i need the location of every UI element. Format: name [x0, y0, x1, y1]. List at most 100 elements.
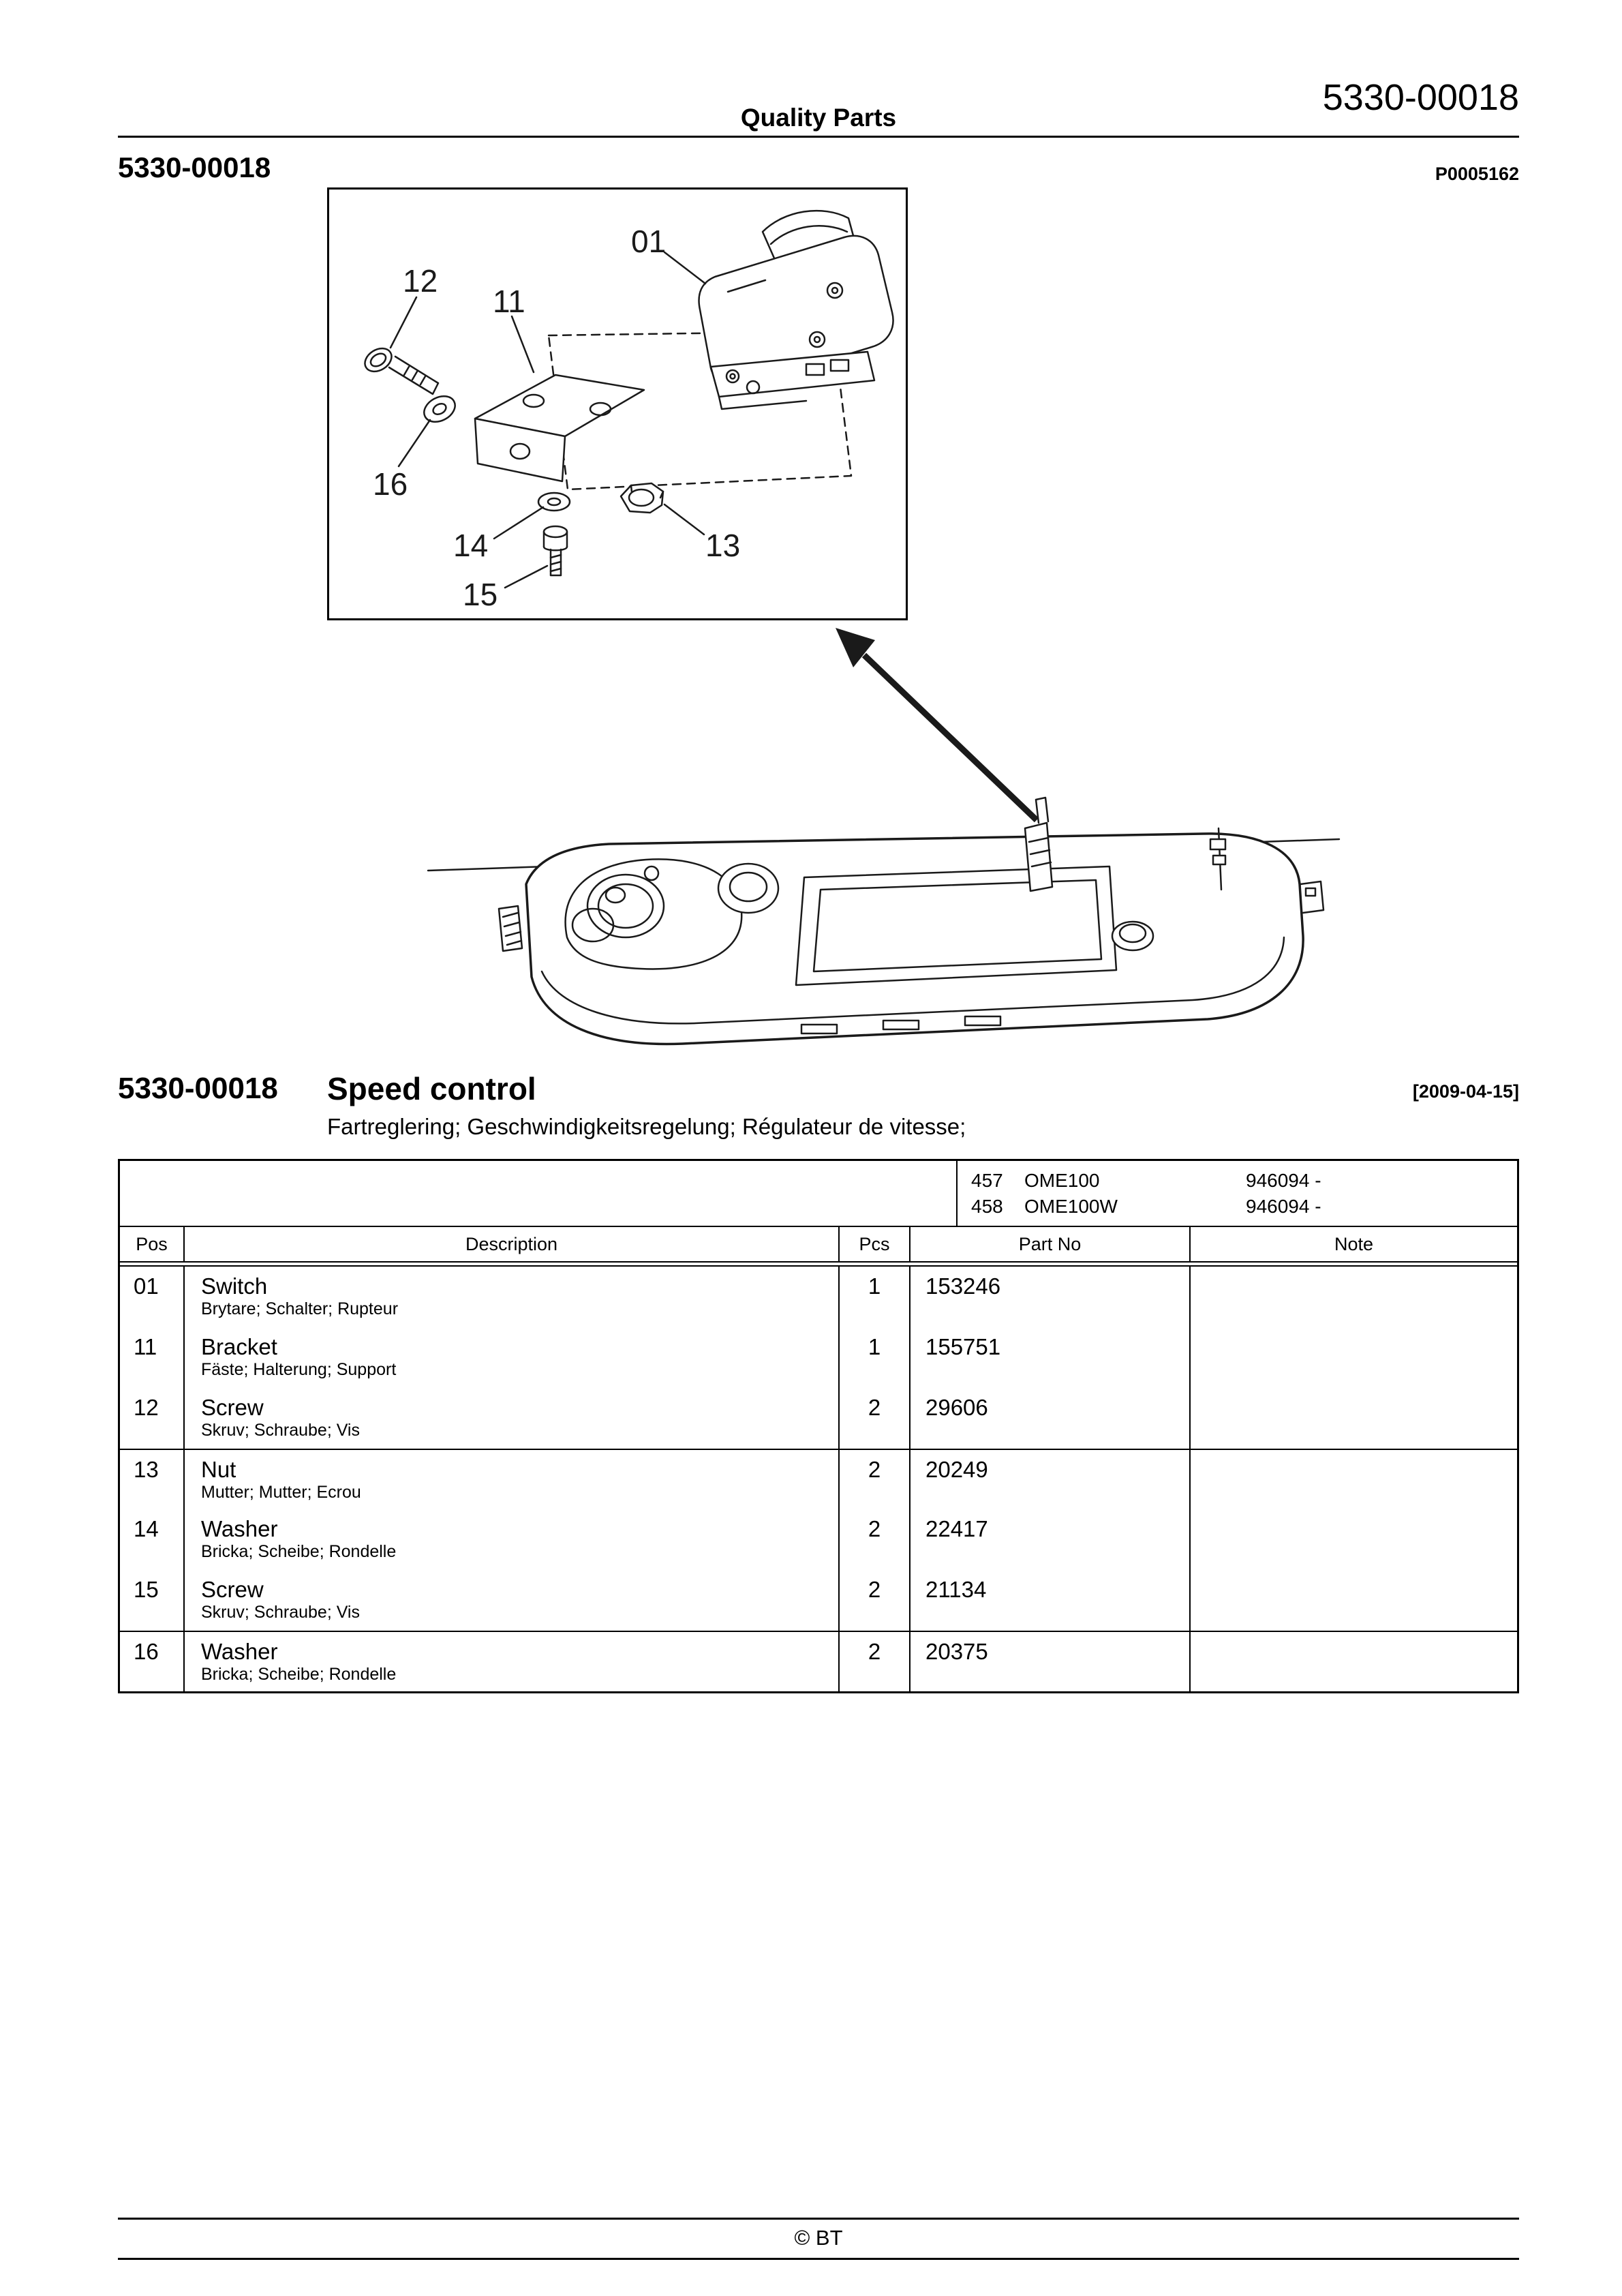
row-note	[1191, 1327, 1517, 1388]
washer16-part-drawing	[423, 395, 456, 423]
part-name: Screw	[201, 1577, 264, 1602]
section-date: [2009-04-15]	[1412, 1081, 1519, 1102]
row-pos: 11	[120, 1327, 185, 1388]
switch-part-drawing	[698, 209, 894, 410]
row-note	[1191, 1570, 1517, 1631]
machine-illustration-area	[423, 617, 1370, 1063]
footer-copyright: © BT	[794, 2226, 843, 2250]
part-name: Nut	[201, 1457, 236, 1482]
table-column-headers: Pos Description Pcs Part No Note	[120, 1227, 1517, 1263]
model-code: 458	[971, 1195, 1003, 1217]
callout-11: 11	[493, 284, 525, 319]
footer-rule-top	[118, 2218, 1519, 2220]
row-pos: 14	[120, 1509, 185, 1570]
models-header: 457 OME100 946094 - 458 OME100W 946094 -	[120, 1161, 1517, 1227]
row-pcs: 1	[840, 1267, 911, 1327]
part-name: Switch	[201, 1273, 268, 1299]
table-row: 01 Switch Brytare; Schalter; Rupteur 1 1…	[120, 1267, 1517, 1327]
col-header-pos: Pos	[120, 1227, 185, 1261]
row-pcs: 2	[840, 1450, 911, 1509]
model-serial: 946094 -	[1246, 1169, 1321, 1191]
exploded-view-diagram: 01 12 11 16 14 15 13	[364, 209, 894, 612]
page-content: Quality Parts 5330-00018 5330-00018 P000…	[118, 0, 1519, 2296]
col-header-note: Note	[1334, 1233, 1374, 1254]
table-row: 14 Washer Bricka; Scheibe; Rondelle 2 22…	[120, 1509, 1517, 1570]
machine-illustration	[427, 628, 1341, 1046]
callout-13: 13	[705, 528, 740, 563]
header-title: Quality Parts	[740, 104, 897, 132]
row-description: Washer Bricka; Scheibe; Rondelle	[185, 1632, 840, 1691]
part-translations: Skruv; Schraube; Vis	[201, 1421, 360, 1440]
col-header-part-no: Part No	[911, 1227, 1191, 1261]
part-translations: Brytare; Schalter; Rupteur	[201, 1299, 399, 1318]
model-name: OME100	[1024, 1169, 1100, 1191]
callout-12: 12	[403, 263, 438, 299]
row-pcs: 2	[840, 1570, 911, 1631]
callout-14: 14	[453, 528, 488, 563]
model-serial: 946094 -	[1246, 1195, 1321, 1217]
part-name: Bracket	[201, 1334, 277, 1359]
row-pcs: 1	[840, 1327, 911, 1388]
row-description: Screw Skruv; Schraube; Vis	[185, 1388, 840, 1449]
row-description: Screw Skruv; Schraube; Vis	[185, 1570, 840, 1631]
screw12-part-drawing	[364, 347, 440, 395]
section-subtitle: Fartreglering; Geschwindigkeitsregelung;…	[327, 1114, 966, 1139]
subheader-doc-number: 5330-00018	[118, 151, 271, 183]
col-header-pcs: Pcs	[840, 1227, 911, 1261]
models-header-spacer	[120, 1161, 958, 1226]
part-translations: Fäste; Halterung; Support	[201, 1360, 397, 1379]
callout-leader-lines	[389, 251, 707, 589]
part-translations: Bricka; Scheibe; Rondelle	[201, 1665, 397, 1684]
row-part-no: 153246	[911, 1267, 1191, 1327]
row-part-no: 20375	[911, 1632, 1191, 1691]
bracket-part-drawing	[474, 374, 645, 483]
model-line: 458 OME100W 946094 -	[971, 1196, 1517, 1218]
table-row: 13 Nut Mutter; Mutter; Ecrou 2 20249	[120, 1449, 1517, 1509]
footer-rule-bottom	[118, 2258, 1519, 2260]
row-description: Switch Brytare; Schalter; Rupteur	[185, 1267, 840, 1327]
table-row: 15 Screw Skruv; Schraube; Vis 2 21134	[120, 1570, 1517, 1631]
row-part-no: 21134	[911, 1570, 1191, 1631]
part-translations: Skruv; Schraube; Vis	[201, 1603, 360, 1622]
plate-code: P0005162	[1435, 164, 1519, 184]
table-row: 11 Bracket Fäste; Halterung; Support 1 1…	[120, 1327, 1517, 1388]
part-translations: Bricka; Scheibe; Rondelle	[201, 1542, 397, 1561]
row-part-no: 20249	[911, 1450, 1191, 1509]
header-double-rule	[120, 1265, 1517, 1267]
row-pcs: 2	[840, 1509, 911, 1570]
table-row: 12 Screw Skruv; Schraube; Vis 2 29606	[120, 1388, 1517, 1449]
row-part-no: 155751	[911, 1327, 1191, 1388]
row-pos: 15	[120, 1570, 185, 1631]
section-title: Speed control	[327, 1071, 536, 1106]
row-note	[1191, 1450, 1517, 1509]
exploded-view-box: 01 12 11 16 14 15 13	[327, 187, 908, 620]
parts-table: 457 OME100 946094 - 458 OME100W 946094 -…	[118, 1159, 1519, 1693]
row-description: Washer Bricka; Scheibe; Rondelle	[185, 1509, 840, 1570]
model-line: 457 OME100 946094 -	[971, 1170, 1517, 1192]
row-note	[1191, 1632, 1517, 1691]
col-header-description: Description	[185, 1227, 840, 1261]
callout-01: 01	[631, 224, 666, 259]
row-description: Bracket Fäste; Halterung; Support	[185, 1327, 840, 1388]
models-list: 457 OME100 946094 - 458 OME100W 946094 -	[958, 1161, 1517, 1226]
detail-arrow	[836, 628, 1039, 823]
row-pos: 01	[120, 1267, 185, 1327]
row-pos: 16	[120, 1632, 185, 1691]
header-doc-number: 5330-00018	[1322, 77, 1519, 118]
row-note	[1191, 1388, 1517, 1449]
part-name: Washer	[201, 1639, 278, 1664]
header-rule	[118, 136, 1519, 138]
row-pcs: 2	[840, 1388, 911, 1449]
callout-16: 16	[373, 466, 408, 502]
nut-part-drawing	[619, 482, 664, 514]
screw15-part-drawing	[542, 525, 568, 577]
row-part-no: 29606	[911, 1388, 1191, 1449]
section-doc-number: 5330-00018	[118, 1072, 278, 1105]
row-note	[1191, 1267, 1517, 1327]
row-note	[1191, 1509, 1517, 1570]
part-translations: Mutter; Mutter; Ecrou	[201, 1483, 361, 1502]
part-name: Washer	[201, 1516, 278, 1541]
model-name: OME100W	[1024, 1195, 1118, 1217]
part-name: Screw	[201, 1395, 264, 1420]
